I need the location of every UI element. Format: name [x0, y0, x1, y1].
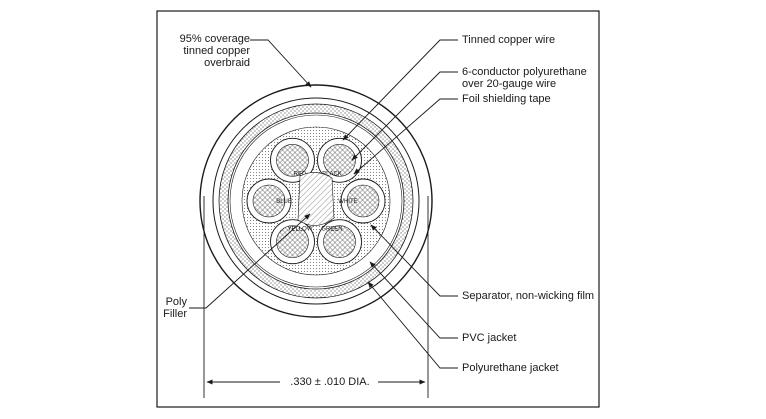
- poly-filler-label-line-2: Filler: [163, 308, 187, 320]
- overbraid-label-line-2: tinned copper: [183, 45, 250, 57]
- conductor-strands: [276, 143, 309, 177]
- conductor-blue: BLUE: [246, 178, 292, 224]
- conductor-group: RED BLACK WHITE GREEN YELLOW BLUE: [246, 137, 386, 265]
- poly-filler-label-line-1: Poly: [165, 296, 187, 308]
- pvc-jacket-label: PVC jacket: [462, 332, 517, 344]
- conductor-label: RED: [294, 171, 307, 177]
- tinned-copper-wire-label: Tinned copper wire: [462, 34, 556, 46]
- diameter-dimension-label: .330 ± .010 DIA.: [290, 376, 370, 388]
- conductor-strands: [252, 184, 286, 218]
- conductor-black: BLACK: [317, 137, 362, 183]
- conductors-label: 6-conductor polyurethane over 20-gauge w…: [462, 66, 587, 90]
- conductors-label-line-1: 6-conductor polyurethane: [462, 66, 587, 78]
- conductor-label: WHITE: [338, 199, 357, 205]
- leader-lines: [189, 39, 458, 369]
- conductor-yellow: YELLOW: [270, 219, 315, 265]
- conductor-strands: [276, 225, 309, 259]
- foil-tape-label: Foil shielding tape: [462, 93, 551, 105]
- overbraid-label-line-1: 95% coverage: [179, 33, 250, 45]
- poly-filler-label: Poly Filler: [163, 296, 187, 320]
- conductors-label-line-2: over 20-gauge wire: [462, 78, 557, 90]
- figure-frame: [156, 10, 600, 408]
- dimension-lines: [203, 196, 429, 398]
- conductor-strands: [323, 225, 356, 259]
- conductor-label: BLACK: [322, 171, 342, 177]
- conductor-label: YELLOW: [288, 227, 313, 233]
- conductor-green: GREEN: [317, 219, 362, 265]
- conductor-red: RED: [270, 137, 315, 183]
- conductor-label: BLUE: [276, 199, 292, 205]
- conductor-white: WHITE: [338, 178, 386, 224]
- conductor-label: GREEN: [321, 227, 342, 233]
- overbraid-label-line-3: overbraid: [204, 57, 250, 69]
- poly-filler: [297, 172, 335, 226]
- conductor-strands: [346, 184, 380, 218]
- overbraid-label: 95% coverage tinned copper overbraid: [180, 33, 250, 69]
- polyurethane-jacket-label: Polyurethane jacket: [462, 362, 559, 374]
- separator-label: Separator, non-wicking film: [462, 290, 595, 302]
